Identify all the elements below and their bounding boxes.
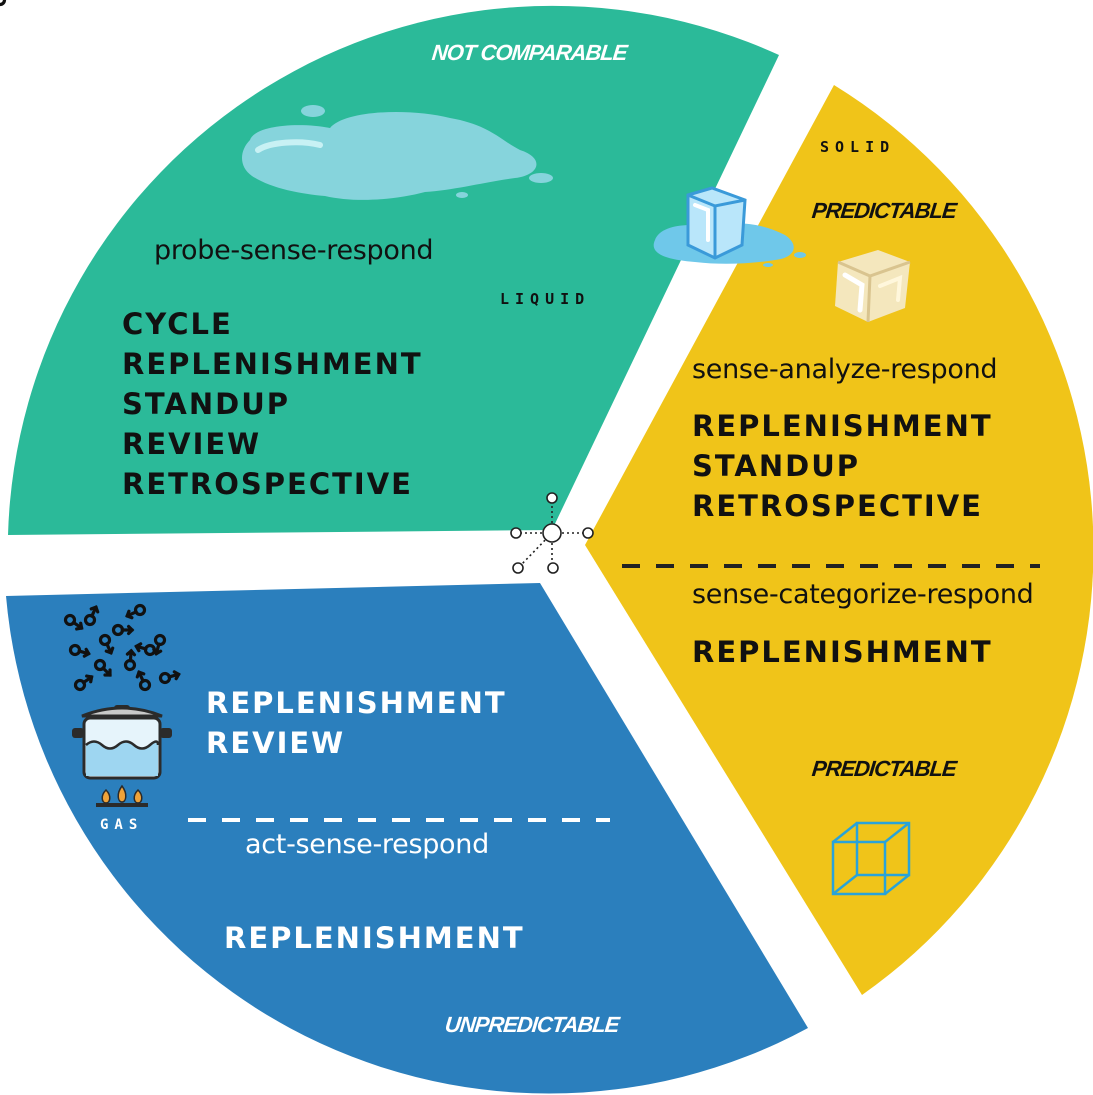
liquid-practice-cycle: CYCLE [122, 307, 233, 341]
solid-segment [585, 85, 1093, 995]
liquid-state-label: LIQUID [500, 290, 591, 308]
gas-practice-review: REVIEW [206, 726, 346, 760]
water-puddle-icon [242, 105, 553, 200]
solid-predictability-bottom: PREDICTABLE [810, 756, 958, 781]
boiling-pot-icon [72, 705, 172, 807]
ice-cube-icon [835, 250, 911, 323]
solid-clear-practice-replenishment: REPLENISHMENT [692, 635, 993, 669]
gas-practice-replenishment: REPLENISHMENT [206, 686, 507, 720]
liquid-segment [8, 5, 779, 535]
liquid-predictability-label: NOT COMPARABLE [430, 40, 628, 65]
gas-state-label: GAS [100, 817, 144, 833]
gas-practices-list: REPLENISHMENT REVIEW [206, 683, 507, 763]
gas-predictability-label: UNPREDICTABLE [443, 1012, 620, 1037]
solid-approach-clear: sense-categorize-respond [692, 579, 1034, 610]
solid-state-label: SOLID [820, 138, 896, 156]
liquid-approach-label: probe-sense-respond [154, 235, 434, 266]
solid-practices-clear-list: REPLENISHMENT [692, 632, 993, 672]
melting-ice-cube-icon [653, 186, 806, 267]
solid-practice-retrospective: RETROSPECTIVE [692, 489, 983, 523]
liquid-practices-list: CYCLE REPLENISHMENT STANDUP REVIEW RETRO… [122, 304, 423, 504]
gas-chaotic-practice-replenishment: REPLENISHMENT [224, 921, 525, 955]
gas-segment [6, 583, 808, 1094]
solid-practice-standup: STANDUP [692, 449, 861, 483]
solid-approach-complicated: sense-analyze-respond [692, 354, 998, 385]
cube-outline-icon [831, 821, 911, 896]
liquid-practice-retrospective: RETROSPECTIVE [122, 467, 413, 501]
liquid-practice-review: REVIEW [122, 427, 262, 461]
network-hub-icon [510, 492, 594, 574]
liquid-practice-replenishment: REPLENISHMENT [122, 347, 423, 381]
gas-approach-label: act-sense-respond [245, 829, 489, 860]
solid-practice-replenishment: REPLENISHMENT [692, 409, 993, 443]
solid-predictability-top: PREDICTABLE [810, 198, 958, 223]
gas-practices-chaotic-list: REPLENISHMENT [224, 918, 525, 958]
solid-practices-complicated-list: REPLENISHMENT STANDUP RETROSPECTIVE [692, 406, 993, 526]
liquid-practice-standup: STANDUP [122, 387, 291, 421]
